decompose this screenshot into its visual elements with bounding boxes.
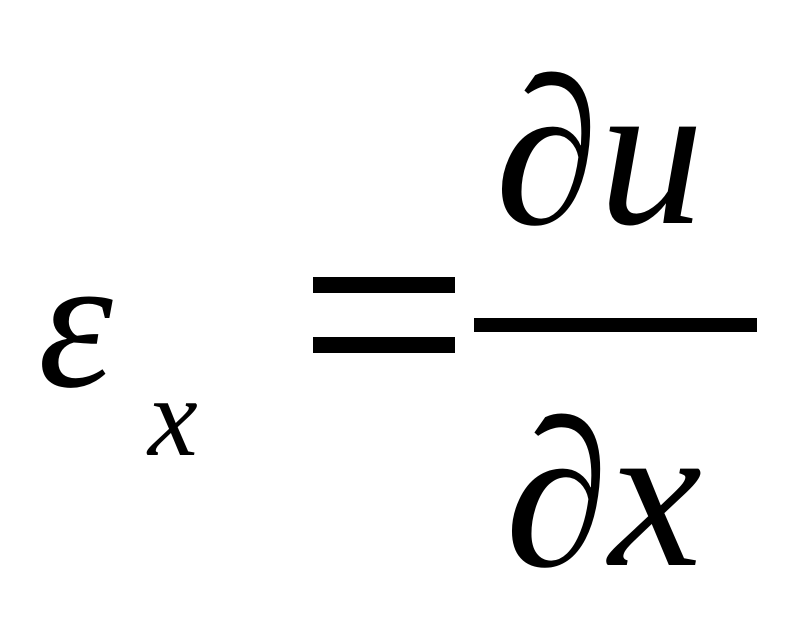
fraction-denominator: ∂x [505,379,702,611]
epsilon-symbol: ε [38,218,113,428]
equals-sign-bottom-bar [313,337,455,353]
epsilon-subscript: x [148,356,198,480]
equals-sign-top-bar [313,277,455,293]
fraction-bar [474,318,757,332]
fraction-numerator: ∂u [495,37,704,269]
